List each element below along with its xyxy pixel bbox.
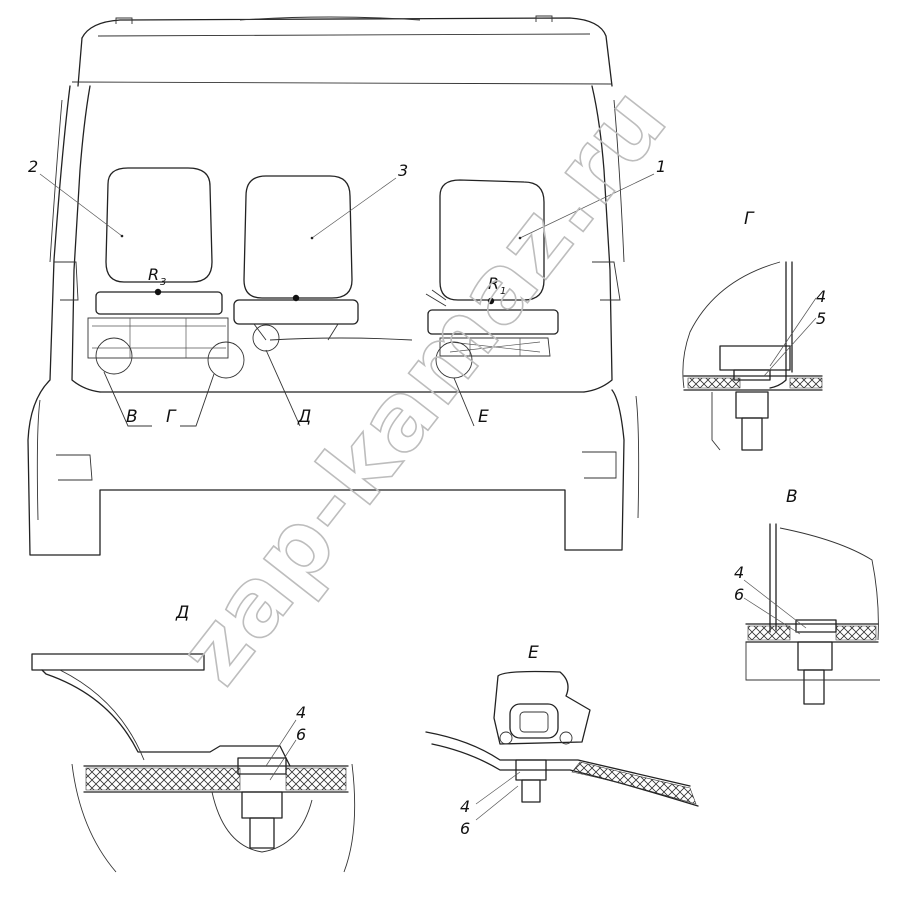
view-label-e: Е — [478, 407, 489, 427]
seat-left — [87, 167, 229, 359]
detail-e-title: Е — [528, 643, 539, 663]
view-label-g: Г — [166, 407, 177, 427]
seat-leader-lines — [39, 173, 655, 240]
detail-g-title: Г — [744, 209, 755, 229]
seat-driver — [425, 179, 559, 357]
detail-v-callout-6: 6 — [734, 585, 744, 604]
detail-d-callout-6: 6 — [296, 725, 306, 744]
r1-letter: R — [488, 274, 499, 293]
r3-subscript: 3 — [160, 277, 166, 288]
detail-v — [743, 523, 880, 705]
view-label-d: Д — [297, 407, 311, 427]
r1-subscript: 1 — [500, 286, 506, 297]
detail-v-callout-4: 4 — [734, 563, 744, 582]
seat-number-3: 3 — [398, 161, 408, 180]
r3-letter: R — [148, 265, 159, 284]
seat-number-1: 1 — [656, 157, 666, 176]
view-callout-circles — [95, 324, 475, 427]
view-label-v: В — [126, 407, 138, 427]
detail-g — [682, 261, 823, 451]
cab-body — [27, 15, 640, 556]
detail-d — [31, 653, 356, 873]
detail-d-title: Д — [175, 603, 189, 623]
detail-v-title: В — [786, 487, 798, 507]
detail-d-callout-4: 4 — [296, 703, 306, 722]
detail-e — [425, 670, 699, 821]
detail-e-callout-4: 4 — [460, 797, 470, 816]
detail-e-callout-6: 6 — [460, 819, 470, 838]
seat-middle — [233, 175, 359, 341]
detail-g-callout-4: 4 — [816, 287, 826, 306]
detail-g-callout-5: 5 — [816, 309, 826, 328]
seat-number-2: 2 — [28, 157, 38, 176]
watermark-text: zap-kamaz.ru — [158, 67, 688, 704]
